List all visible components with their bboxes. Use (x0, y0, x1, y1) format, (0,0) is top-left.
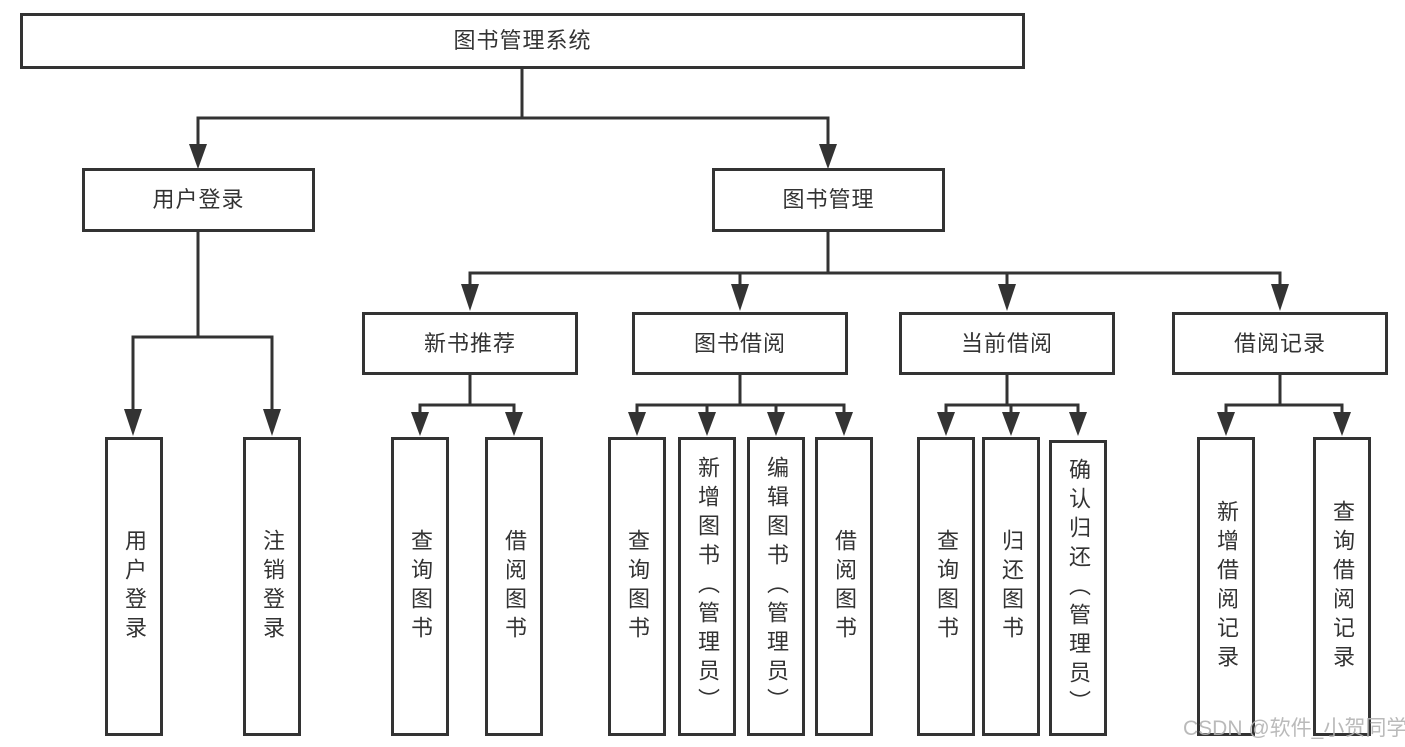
leaf-add-book-admin: 新增图书（管理员） (678, 437, 736, 736)
leaf-add-borrow-record: 新增借阅记录 (1197, 437, 1255, 736)
node-borrow-records: 借阅记录 (1172, 312, 1388, 375)
csdn-watermark: CSDN @软件_小贺同学 (1183, 717, 1405, 740)
leaf-edit-book-admin: 编辑图书（管理员） (747, 437, 805, 736)
node-new-book-recommend: 新书推荐 (362, 312, 578, 375)
node-user-login-branch: 用户登录 (82, 168, 315, 232)
leaf-query-borrow-record: 查询借阅记录 (1313, 437, 1371, 736)
leaf-query-books-borrow: 查询图书 (608, 437, 666, 736)
leaf-borrow-book: 借阅图书 (815, 437, 873, 736)
node-current-borrow: 当前借阅 (899, 312, 1115, 375)
leaf-confirm-return-admin: 确认归还（管理员） (1049, 440, 1107, 736)
node-root-system: 图书管理系统 (20, 13, 1025, 69)
leaf-logout: 注销登录 (243, 437, 301, 736)
leaf-query-books-recommend: 查询图书 (391, 437, 449, 736)
leaf-return-book: 归还图书 (982, 437, 1040, 736)
leaf-query-books-current: 查询图书 (917, 437, 975, 736)
leaf-user-login: 用户登录 (105, 437, 163, 736)
node-book-management-branch: 图书管理 (712, 168, 945, 232)
leaf-borrow-books-recommend: 借阅图书 (485, 437, 543, 736)
node-book-borrow: 图书借阅 (632, 312, 848, 375)
